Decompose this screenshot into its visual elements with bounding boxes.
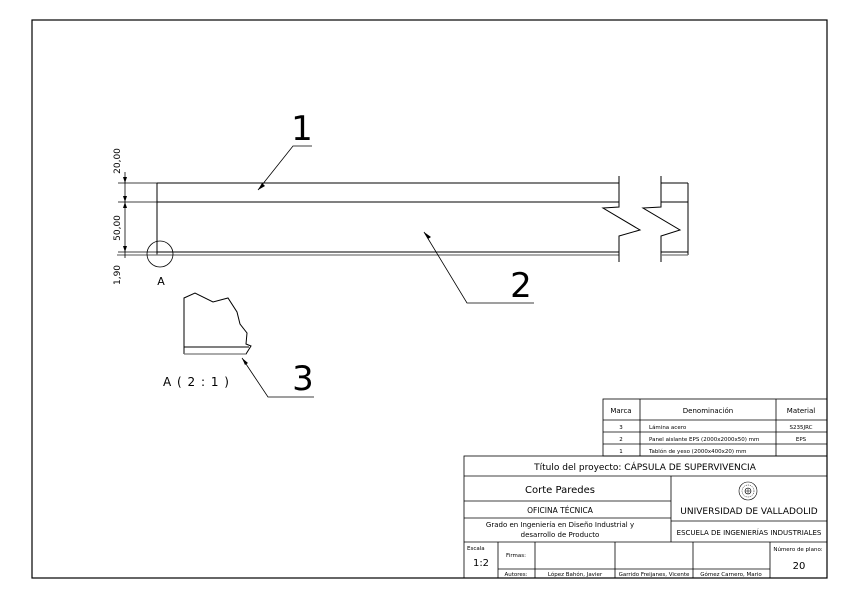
- bom-row-material: S235JRC: [790, 425, 813, 431]
- bom-row-denominacion: Tablón de yeso (2000x400x20) mm: [648, 448, 746, 455]
- detail-view-a: A ( 2 : 1 ): [163, 292, 252, 389]
- bom-row-material: EPS: [796, 437, 807, 443]
- wall-section-view: [117, 176, 689, 262]
- university-seal-icon: [738, 481, 758, 501]
- bom-row-denominacion: Lámina acero: [649, 424, 687, 431]
- dimension-50: 50,00: [113, 215, 123, 241]
- callout-3: 3: [292, 359, 314, 399]
- detail-a-marker: A: [157, 275, 165, 288]
- callouts: 1 2 3: [241, 109, 534, 399]
- plan-number: 20: [793, 561, 806, 572]
- dimension-1-90: 1,90: [113, 265, 123, 285]
- university-name: UNIVERSIDAD DE VALLADOLID: [680, 507, 817, 517]
- detail-a-label: A ( 2 : 1 ): [163, 375, 230, 389]
- degree-line-1: Grado en Ingeniería en Diseño Industrial…: [486, 521, 634, 529]
- plan-number-label: Número de plano:: [773, 546, 822, 553]
- bom-row-marca: 3: [619, 425, 623, 431]
- detail-a-circle: [146, 240, 174, 268]
- bom-header-material: Material: [787, 407, 815, 415]
- dimension-20: 20,00: [113, 148, 123, 174]
- bom-header-denominacion: Denominación: [683, 407, 733, 415]
- bom-row-marca: 2: [619, 437, 623, 443]
- bom-header-marca: Marca: [610, 407, 631, 415]
- break-line-right: [641, 176, 682, 262]
- title-block: Título del proyecto: CÁPSULA DE SUPERVIV…: [463, 455, 828, 579]
- author-name: Garrido Freijanes, Vicente: [619, 572, 690, 578]
- school-name: ESCUELA DE INGENIERÍAS INDUSTRIALES: [677, 528, 822, 537]
- callout-2: 2: [510, 266, 532, 306]
- project-title: Título del proyecto: CÁPSULA DE SUPERVIV…: [533, 461, 757, 473]
- scale-label: Escala: [467, 546, 485, 552]
- author-name: Gómez Carnero, Mario: [700, 571, 762, 578]
- leader-3: [241, 357, 314, 398]
- author-name: López Bahón, Javier: [548, 571, 603, 578]
- bom-row-marca: 1: [619, 449, 623, 455]
- degree-line-2: desarrollo de Producto: [521, 531, 600, 539]
- break-line-left: [601, 176, 642, 262]
- scale-value: 1:2: [473, 558, 489, 569]
- bom-row-denominacion: Panel aislante EPS (2000x2000x50) mm: [649, 437, 759, 443]
- bill-of-materials: Marca Denominación Material 3 Lámina ace…: [602, 398, 828, 457]
- leader-2: [423, 231, 534, 304]
- office-name: OFICINA TÉCNICA: [527, 506, 594, 515]
- callout-1: 1: [291, 109, 313, 149]
- autores-label: Autores:: [504, 572, 527, 578]
- detail-outline: [183, 292, 252, 355]
- firmas-label: Firmas:: [506, 553, 526, 559]
- drawing-name: Corte Paredes: [525, 485, 595, 496]
- leader-1: [257, 145, 312, 191]
- dimensions: 20,00 50,00 1,90: [113, 148, 157, 285]
- drawing-frame: [31, 19, 828, 579]
